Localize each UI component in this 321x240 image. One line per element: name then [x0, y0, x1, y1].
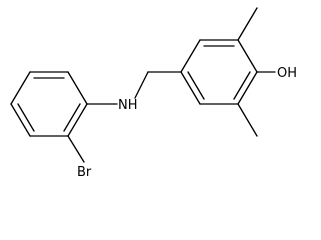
ring-b-bond-1: [180, 39, 201, 73]
atom-label-oh: OH: [277, 66, 297, 81]
ring-a-bond-2: [67, 71, 88, 105]
ring-b-double-bond-2: [233, 71, 251, 100]
ring-a-double-bond-2: [63, 103, 81, 132]
bromophenyl-ring: [10, 71, 88, 137]
atom-label-nh: NH: [118, 98, 138, 113]
ring-b-bond-6: [180, 71, 201, 105]
bond-methyl-top: [237, 7, 258, 41]
ring-b-bond-3: [237, 39, 258, 73]
bond-methyl-bottom: [237, 103, 258, 137]
ring-b-bond-4: [237, 71, 258, 105]
ring-b-double-bond-3: [187, 71, 205, 100]
structural-formula: NH OH Br: [10, 7, 297, 180]
ring-a-bond-3: [67, 103, 88, 137]
bond-nh-to-ch2: [134, 71, 149, 99]
ring-a-bond-5: [10, 103, 31, 137]
bond-ring-to-br: [67, 135, 85, 163]
dimethylphenol-ring: [180, 39, 258, 105]
atom-label-br: Br: [77, 165, 92, 180]
ring-a-double-bond-3: [17, 103, 35, 132]
ring-a-bond-6: [10, 71, 31, 105]
